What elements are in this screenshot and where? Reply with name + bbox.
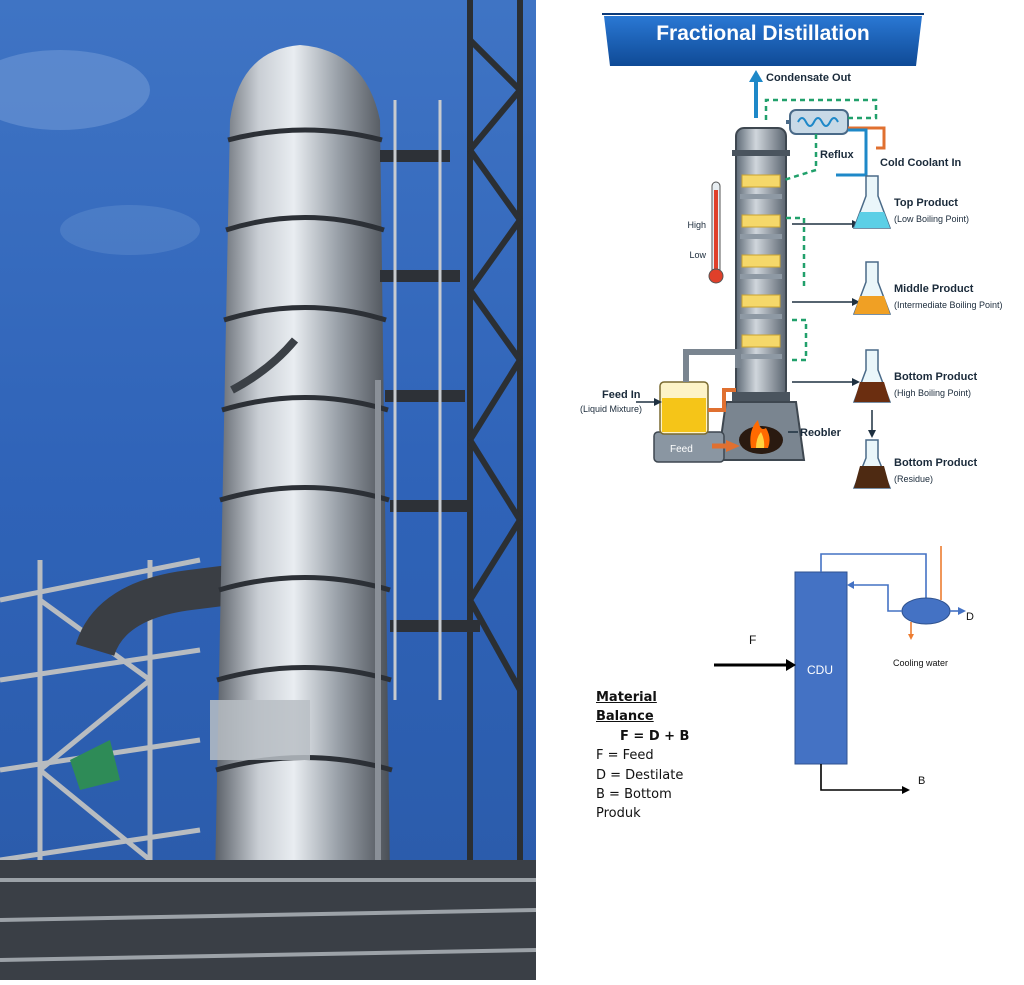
arrow-up-icon	[749, 70, 763, 82]
condensate-out-label: Condensate Out	[766, 72, 851, 84]
legend-destilate: D = Destilate	[596, 767, 684, 783]
high-label: High	[687, 220, 706, 230]
residue-label: Bottom Product	[894, 457, 977, 469]
legend-bottom: B = Bottom	[596, 787, 672, 803]
condenser	[786, 109, 849, 135]
distillation-column-photo	[0, 0, 537, 980]
material-balance-title-2: Balance	[596, 709, 654, 725]
feed-in-label: Feed In	[602, 389, 641, 401]
middle-product-label: Middle Product	[894, 283, 974, 295]
top-product-sub: (Low Boiling Point)	[894, 214, 969, 224]
low-label: Low	[689, 250, 706, 260]
residue-sub: (Residue)	[894, 474, 933, 484]
thermometer-icon	[708, 181, 724, 284]
feed-in-sub: (Liquid Mixture)	[580, 404, 642, 414]
cold-coolant-label: Cold Coolant In	[880, 157, 962, 169]
feed-beaker	[653, 349, 741, 463]
top-product-label: Top Product	[894, 197, 958, 209]
title-banner: Fractional Distillation	[602, 13, 924, 66]
condenser-symbol	[901, 597, 951, 625]
top-product-flask	[852, 175, 892, 229]
bottom-product-label: Bottom Product	[894, 371, 977, 383]
material-balance: Material Balance F = D + B F = Feed D = …	[596, 688, 736, 824]
distillation-column	[716, 127, 806, 461]
legend-produk: Produk	[596, 806, 641, 822]
infographic-title: Fractional Distillation	[656, 22, 870, 45]
cdu-schematic: CDU D Cooling water F B	[536, 520, 1024, 980]
bottom-product-sub: (High Boiling Point)	[894, 388, 971, 398]
distillate-label: D	[966, 611, 974, 623]
bottom-product-flask	[852, 349, 892, 403]
cdu-label: CDU	[807, 663, 833, 677]
cooling-water-label: Cooling water	[893, 658, 948, 668]
residue-flask	[852, 439, 892, 489]
feed-stream-label: F	[749, 633, 756, 647]
reflux-label: Reflux	[820, 149, 855, 161]
fractional-distillation-infographic: Fractional Distillation Condensate Out	[536, 0, 1024, 520]
reboiler-label: Reobler	[800, 427, 842, 439]
bottom-stream-label: B	[918, 775, 925, 787]
material-balance-equation: F = D + B	[620, 728, 690, 744]
middle-product-flask	[852, 261, 892, 315]
material-balance-title-1: Material	[596, 690, 657, 705]
legend-feed: F = Feed	[596, 748, 654, 764]
middle-product-sub: (Intermediate Boiling Point)	[894, 300, 1003, 310]
feed-label: Feed	[670, 444, 693, 455]
